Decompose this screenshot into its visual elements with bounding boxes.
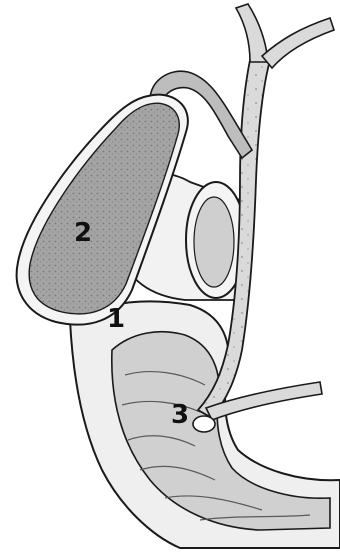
- hepatic-duct-left: [262, 18, 334, 68]
- duodenal-papilla: [193, 416, 215, 432]
- hepatic-duct-right: [236, 4, 268, 62]
- pylorus-inner: [194, 197, 234, 287]
- label-1: 1: [107, 306, 125, 332]
- label-2: 2: [74, 220, 92, 246]
- label-3: 3: [171, 402, 189, 428]
